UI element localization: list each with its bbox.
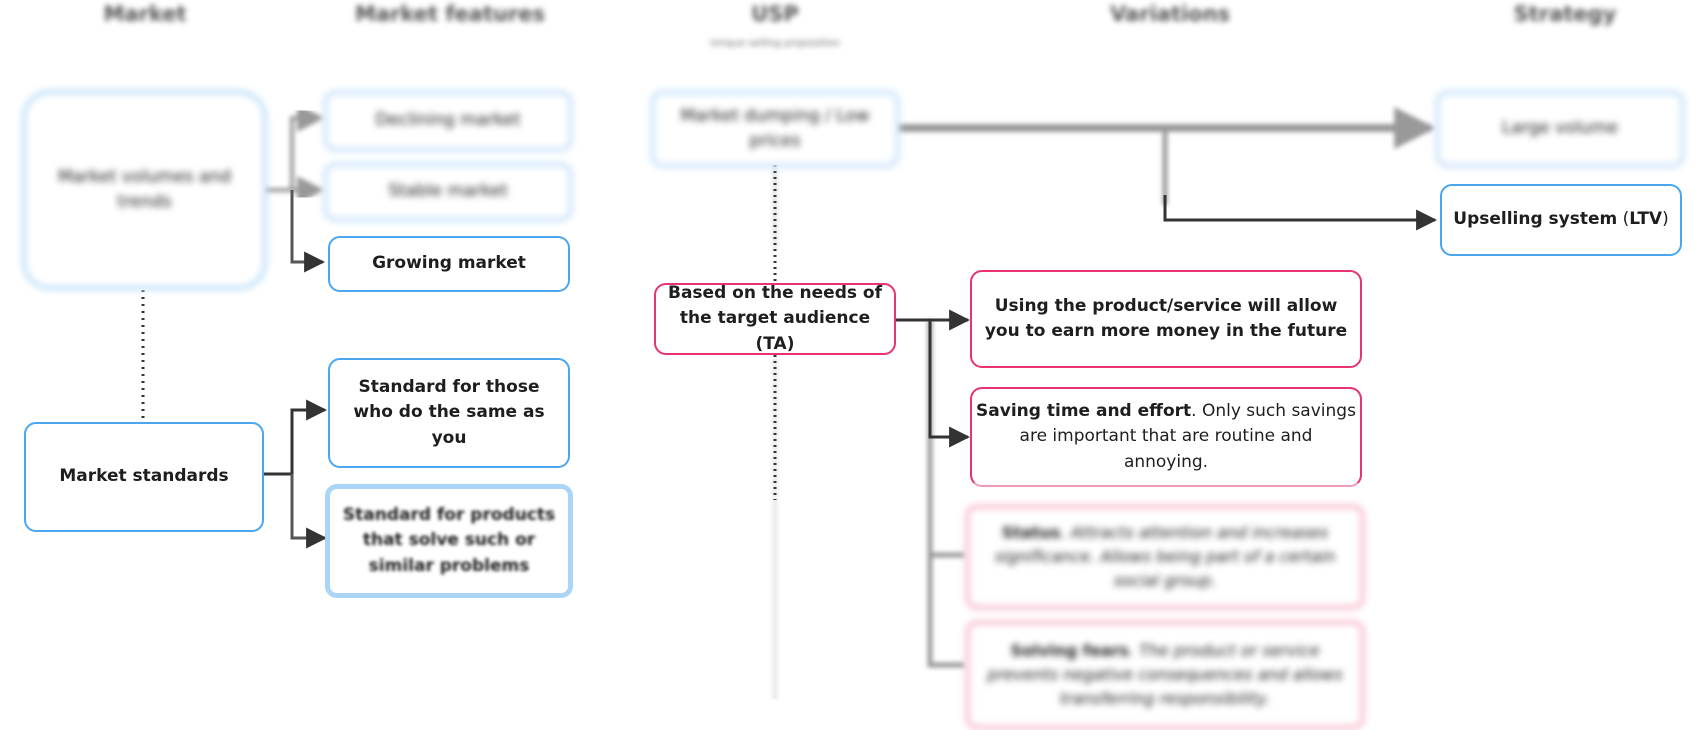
connector-upselling [1163,195,1438,231]
node-stable-market-label: Stable market [388,181,508,202]
header-usp-subtitle: Unique selling proposition [710,38,840,49]
header-market-features: Market features [354,2,546,26]
node-status-bold: Status [1001,523,1061,542]
connector-market-features-blurred [262,104,325,204]
node-market-standards-label: Market standards [59,466,229,487]
node-large-volume-label: Large volume [1501,118,1619,139]
node-saving-label: Saving time and effort. Only such saving… [976,399,1356,476]
node-stable-market[interactable]: Stable market [323,162,573,222]
node-saving-rest: . Only such savings are important that a… [1019,400,1356,472]
node-standard-products[interactable]: Standard for products that solve such or… [325,484,573,598]
node-status-rest: . Attracts attention and increases signi… [994,523,1336,590]
node-growing-market[interactable]: Growing market [328,236,570,292]
connectors [141,104,1438,700]
node-upselling-label: Upselling system (LTV) [1453,207,1668,233]
header-strategy: Strategy [1513,2,1617,26]
node-standard-same[interactable]: Standard for those who do the same as yo… [328,358,570,468]
node-fears[interactable]: Solving fears. The product or service pr… [965,620,1365,730]
connector-standard-products [290,474,328,549]
node-status-label: Status. Attracts attention and increases… [978,521,1352,593]
node-large-volume[interactable]: Large volume [1435,90,1685,168]
node-ta-needs[interactable]: Based on the needs of the target audienc… [654,283,896,355]
node-market-volumes[interactable]: Market volumes and trends [22,90,267,290]
node-earn-more-label: Using the product/service will allow you… [984,295,1348,342]
diagram-canvas: Market Market features USP Unique sellin… [22,2,1685,730]
node-upselling-ltv: LTV [1629,209,1663,230]
node-upselling-close: ) [1662,209,1669,230]
node-earn-more[interactable]: Using the product/service will allow you… [970,270,1362,368]
node-fears-rest: . The product or service prevents negati… [987,641,1343,708]
node-saving[interactable]: Saving time and effort. Only such saving… [970,387,1362,487]
node-upselling[interactable]: Upselling system (LTV) [1440,184,1682,256]
node-declining-market[interactable]: Declining market [323,90,573,152]
connector-standard-same [262,399,328,476]
header-usp: USP [751,2,799,26]
node-saving-bold: Saving time and effort [976,400,1192,421]
node-fears-bold: Solving fears [1010,641,1129,660]
connector-saving [928,320,971,448]
connector-growing-market [290,190,326,273]
node-status[interactable]: Status. Attracts attention and increases… [965,504,1365,610]
node-standard-same-label: Standard for those who do the same as yo… [353,376,545,448]
node-standard-products-label: Standard for products that solve such or… [342,504,556,576]
header-market: Market [103,2,187,26]
node-growing-market-label: Growing market [372,253,526,274]
node-market-volumes-label: Market volumes and trends [57,166,232,213]
node-fears-label: Solving fears. The product or service pr… [978,639,1352,711]
node-upselling-bold: Upselling system [1453,209,1618,230]
node-ta-needs-label: Based on the needs of the target audienc… [668,282,882,354]
header-variations: Variations [1109,2,1231,26]
node-declining-market-label: Declining market [375,110,521,131]
node-market-standards[interactable]: Market standards [24,422,264,532]
node-upselling-open: ( [1617,209,1630,230]
node-market-dumping-label: Market dumping / Low prices [680,105,870,152]
node-market-dumping[interactable]: Market dumping / Low prices [650,90,900,168]
